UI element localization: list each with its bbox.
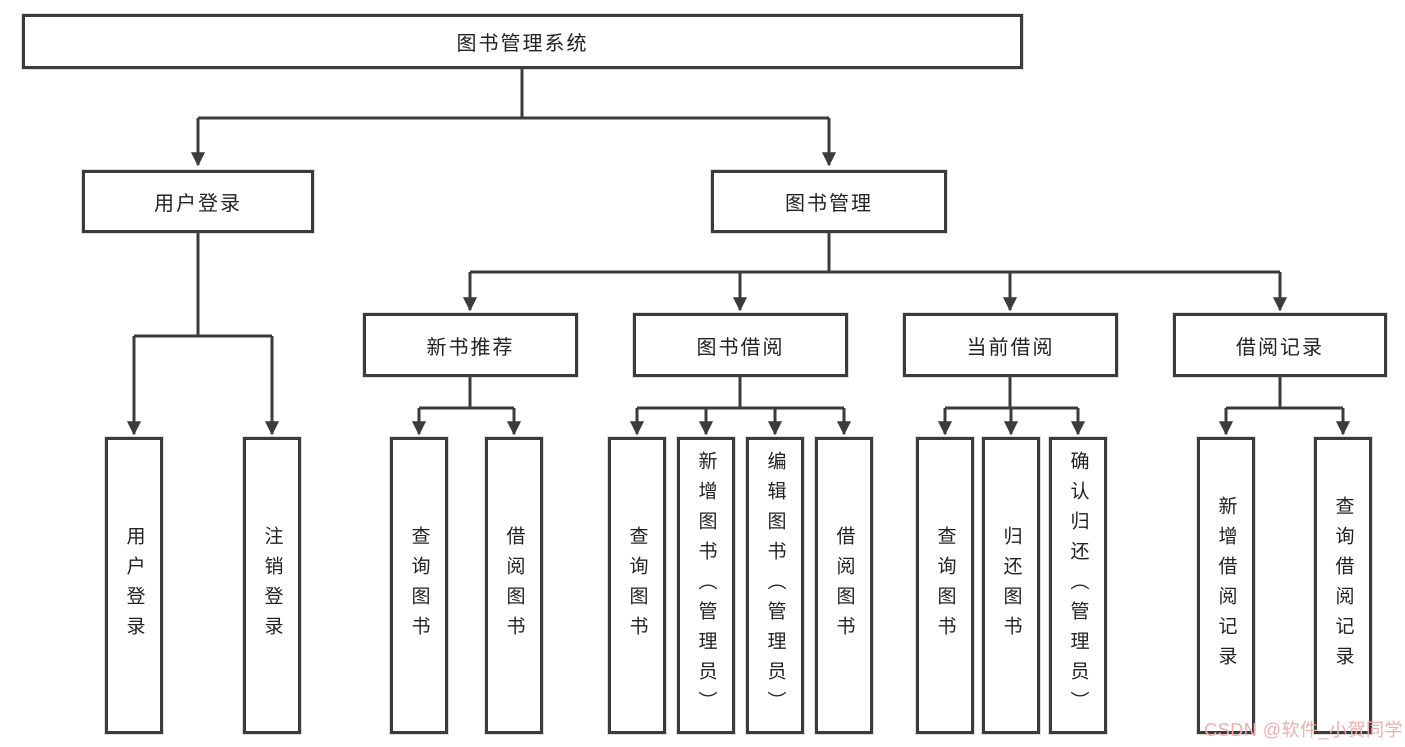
leaf-current-query: 查询图书 xyxy=(916,437,974,734)
leaf-newbook-borrow: 借阅图书 xyxy=(485,437,543,734)
leaf-borrow-borrow-label: 借阅图书 xyxy=(833,525,855,646)
node-current-borrow: 当前借阅 xyxy=(903,313,1118,377)
leaf-current-return: 归还图书 xyxy=(982,437,1040,734)
leaf-borrow-add-label: 新增图书（管理员） xyxy=(695,450,717,721)
leaf-borrow-query: 查询图书 xyxy=(608,437,666,734)
connector-book-mgmt-children xyxy=(462,233,1288,312)
node-root: 图书管理系统 xyxy=(22,14,1023,69)
leaf-borrow-borrow: 借阅图书 xyxy=(815,437,873,734)
csdn-watermark: CSDN @软件_小贺同学 xyxy=(1204,720,1403,740)
node-borrow-records: 借阅记录 xyxy=(1173,313,1387,377)
leaf-newbook-query-label: 查询图书 xyxy=(408,525,430,646)
node-book-mgmt: 图书管理 xyxy=(711,170,947,233)
leaf-logout: 注销登录 xyxy=(243,437,301,734)
node-book-borrow: 图书借阅 xyxy=(633,313,848,377)
leaf-newbook-borrow-label: 借阅图书 xyxy=(503,525,525,646)
connector-root-to-level2 xyxy=(190,69,837,167)
node-user-login: 用户登录 xyxy=(82,170,314,233)
node-borrow-records-label: 借阅记录 xyxy=(1236,336,1324,359)
connector-new-book-children xyxy=(411,377,522,436)
leaf-records-query-label: 查询借阅记录 xyxy=(1332,495,1354,676)
leaf-current-confirm-label: 确认归还（管理员） xyxy=(1067,450,1089,721)
leaf-user-login-label: 用户登录 xyxy=(123,525,145,646)
leaf-current-confirm: 确认归还（管理员） xyxy=(1049,437,1107,734)
leaf-borrow-edit: 编辑图书（管理员） xyxy=(746,437,804,734)
leaf-borrow-add: 新增图书（管理员） xyxy=(677,437,735,734)
leaf-user-login: 用户登录 xyxy=(105,437,163,734)
leaf-borrow-edit-label: 编辑图书（管理员） xyxy=(764,450,786,721)
leaf-current-return-label: 归还图书 xyxy=(1000,525,1022,646)
leaf-records-add-label: 新增借阅记录 xyxy=(1215,495,1237,676)
node-book-mgmt-label: 图书管理 xyxy=(785,193,873,215)
node-new-book-rec: 新书推荐 xyxy=(363,313,578,377)
leaf-logout-label: 注销登录 xyxy=(261,525,283,646)
node-user-login-label: 用户登录 xyxy=(154,193,242,215)
connector-book-borrow-children xyxy=(629,377,852,436)
leaf-records-query: 查询借阅记录 xyxy=(1314,437,1372,734)
node-root-label: 图书管理系统 xyxy=(456,33,589,55)
node-new-book-rec-label: 新书推荐 xyxy=(426,336,515,359)
leaf-records-add: 新增借阅记录 xyxy=(1197,437,1255,734)
leaf-current-query-label: 查询图书 xyxy=(934,525,956,646)
node-book-borrow-label: 图书借阅 xyxy=(696,336,785,359)
connector-user-login-children xyxy=(126,233,280,436)
node-current-borrow-label: 当前借阅 xyxy=(966,336,1055,359)
connector-borrow-records-children xyxy=(1218,377,1351,436)
connector-current-borrow-children xyxy=(937,377,1086,436)
leaf-newbook-query: 查询图书 xyxy=(390,437,448,734)
leaf-borrow-query-label: 查询图书 xyxy=(626,525,648,646)
